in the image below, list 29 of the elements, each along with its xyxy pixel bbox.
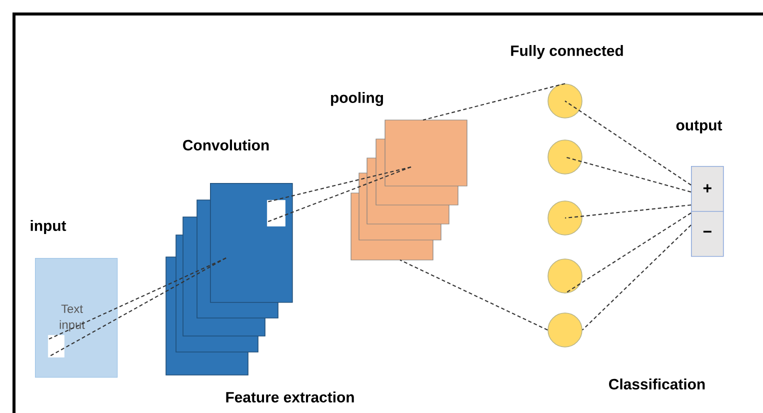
- output-cell: −: [691, 211, 724, 257]
- dashed-line: [582, 224, 692, 330]
- heading: Classification: [609, 378, 705, 390]
- feature-map-stack: [210, 183, 293, 303]
- dashed-line: [400, 260, 548, 330]
- pooled-map-stack: [350, 120, 468, 260]
- dashed-line: [48, 258, 226, 340]
- dashed-line: [422, 83, 566, 121]
- neuron-circle: [548, 200, 582, 236]
- neuron-circle: [548, 312, 582, 348]
- dashed-line: [564, 156, 692, 193]
- heading: pooling: [331, 92, 383, 106]
- heading: Fully connected: [511, 45, 623, 59]
- dashed-line: [564, 100, 692, 186]
- dashed-line: [50, 258, 226, 356]
- dashed-line: [564, 204, 692, 219]
- neuron-circle: [548, 140, 582, 174]
- window-patch: [267, 200, 286, 226]
- dashed-line: [266, 166, 412, 203]
- heading: Feature extraction: [226, 392, 354, 402]
- output-cell: +: [691, 166, 724, 212]
- heading: input: [30, 220, 66, 234]
- neuron-circle: [548, 258, 582, 294]
- window-patch: [48, 335, 64, 358]
- neuron-circle: [548, 84, 582, 118]
- heading: output: [676, 120, 722, 134]
- dashed-line: [266, 166, 412, 223]
- dashed-line: [564, 212, 692, 294]
- heading: Convolution: [183, 140, 269, 150]
